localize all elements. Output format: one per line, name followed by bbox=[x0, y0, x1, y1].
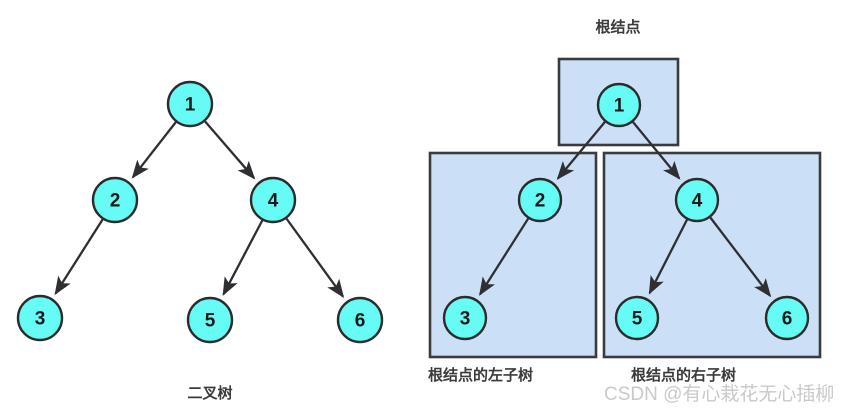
left-tree-node-circle-2 bbox=[91, 176, 139, 224]
right-tree-node-circle-2 bbox=[517, 177, 563, 223]
right-tree-node-4[interactable]: 4 bbox=[674, 177, 720, 223]
left-tree-edge-2-to-3 bbox=[54, 218, 104, 296]
right-tree-node-3[interactable]: 3 bbox=[442, 295, 488, 341]
right-tree-node-circle-6 bbox=[764, 295, 810, 341]
right-tree-node-label-5: 5 bbox=[632, 309, 643, 330]
left-tree-node-2[interactable]: 2 bbox=[91, 176, 139, 224]
right-tree-node-label-1: 1 bbox=[614, 96, 625, 117]
right-tree-node-6[interactable]: 6 bbox=[764, 295, 810, 341]
right-tree-node-label-3: 3 bbox=[460, 309, 471, 330]
left-tree-edge-4-to-6 bbox=[285, 217, 345, 299]
right-tree-node-circle-5 bbox=[614, 295, 660, 341]
left-tree-node-label-1: 1 bbox=[185, 95, 196, 116]
left-tree-node-circle-5 bbox=[186, 296, 234, 344]
left-tree-node-label-6: 6 bbox=[355, 311, 366, 332]
right-tree-edge-1-to-4 bbox=[632, 121, 681, 180]
right-tree-edge-4-to-5 bbox=[648, 219, 689, 295]
root-node-label: 根结点 bbox=[595, 18, 640, 36]
left-tree-node-4[interactable]: 4 bbox=[249, 176, 297, 224]
right-tree-node-circle-3 bbox=[442, 295, 488, 341]
right-tree-node-2[interactable]: 2 bbox=[517, 177, 563, 223]
left-tree-node-label-5: 5 bbox=[205, 311, 216, 332]
right-tree-node-5[interactable]: 5 bbox=[614, 295, 660, 341]
left-tree-edge-1-to-4 bbox=[204, 120, 256, 180]
right-tree-node-label-2: 2 bbox=[535, 191, 546, 212]
right-tree-edge-1-to-2 bbox=[556, 121, 606, 180]
right-tree-edges-group bbox=[479, 121, 772, 298]
left-tree-node-5[interactable]: 5 bbox=[186, 296, 234, 344]
right-tree-node-1[interactable]: 1 bbox=[596, 82, 642, 128]
right-tree-node-label-6: 6 bbox=[782, 309, 793, 330]
left-tree-node-label-3: 3 bbox=[35, 309, 46, 330]
right-tree-edge-4-to-6 bbox=[709, 216, 772, 298]
right-tree-nodes-group: 1 2 4 3 5 6 bbox=[442, 82, 810, 341]
csdn-watermark: CSDN @有心栽花无心插柳 bbox=[604, 383, 834, 405]
right-subtree-label: 根结点的右子树 bbox=[631, 366, 736, 384]
left-tree-node-circle-3 bbox=[16, 294, 64, 342]
left-tree-edge-1-to-2 bbox=[131, 121, 177, 179]
left-tree-nodes-group: 1 2 4 3 5 6 bbox=[16, 80, 384, 344]
left-subtree-label: 根结点的左子树 bbox=[428, 366, 533, 384]
left-tree-node-label-4: 4 bbox=[268, 191, 279, 212]
left-tree-node-3[interactable]: 3 bbox=[16, 294, 64, 342]
left-tree-node-label-2: 2 bbox=[110, 191, 121, 212]
right-tree-node-label-4: 4 bbox=[692, 191, 703, 212]
left-tree-node-circle-6 bbox=[336, 296, 384, 344]
left-diagram-caption: 二叉树 bbox=[187, 384, 232, 402]
left-tree-node-1[interactable]: 1 bbox=[166, 80, 214, 128]
right-tree-edge-2-to-3 bbox=[479, 217, 530, 296]
right-tree-node-circle-1 bbox=[596, 82, 642, 128]
left-tree-node-circle-1 bbox=[166, 80, 214, 128]
left-tree-node-circle-4 bbox=[249, 176, 297, 224]
left-tree-edge-4-to-5 bbox=[222, 219, 264, 296]
right-tree-node-circle-4 bbox=[674, 177, 720, 223]
left-tree-node-6[interactable]: 6 bbox=[336, 296, 384, 344]
left-tree-edges-group bbox=[54, 120, 345, 299]
